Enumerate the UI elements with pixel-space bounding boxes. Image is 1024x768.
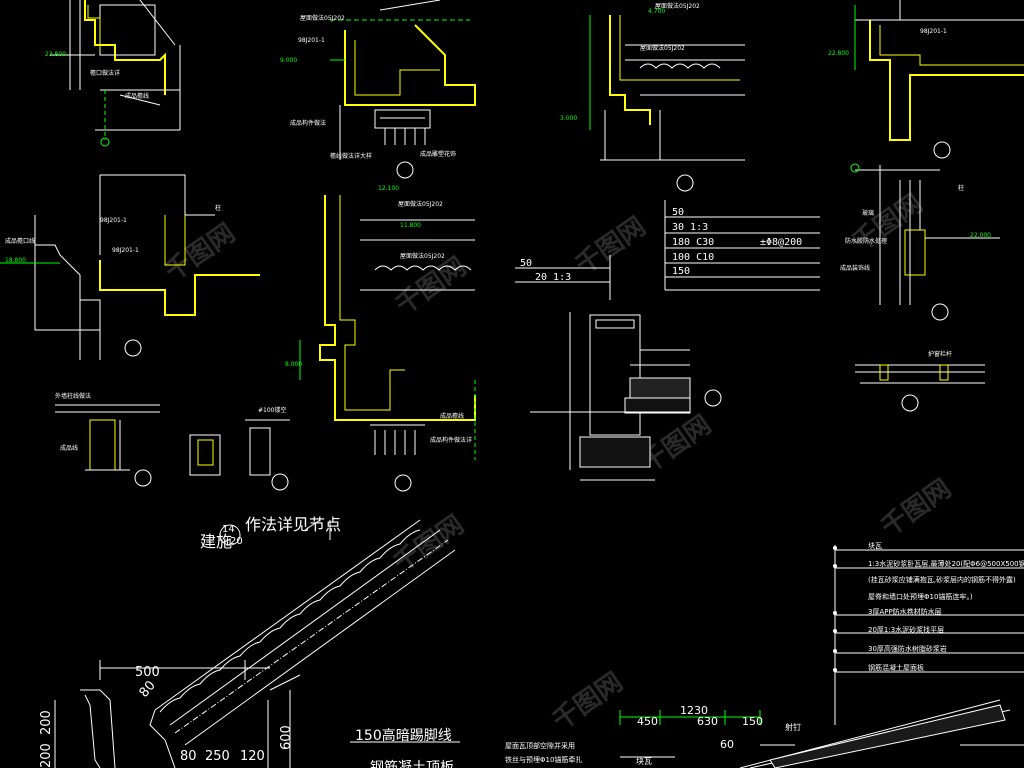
detail-9-layer-1: 30 1:3: [672, 222, 708, 233]
detail-3-ref2: 屋面做法05J202: [640, 44, 685, 52]
skirting-label: 150高暗踢脚线: [355, 727, 452, 744]
detail-2-note1: 成品构件做法: [290, 119, 326, 127]
detail-7-note1: 外墙柱线做法: [55, 392, 91, 400]
legend-item-6: 30厚高强防水树脂砂浆岩: [868, 644, 947, 653]
detail-9-layer-3: 100 C10: [672, 252, 714, 263]
detail-10-note4: 成品装饰线: [840, 264, 870, 272]
detail-6-level1: 12.100: [378, 185, 399, 192]
detail-11-note: 护窗栏杆: [928, 350, 952, 358]
label-tile: 块瓦: [636, 756, 652, 766]
detail-4-ref: 98J201-1: [920, 28, 947, 35]
detail-10-note3: 防水胶防水处理: [845, 237, 887, 245]
detail-6-ref1: 屋面做法05J202: [398, 200, 443, 208]
roof-section-right: 1230 450 630 150 60 射钉 块瓦 屋面瓦顶部空隙并采用 铁丝与…: [505, 699, 1024, 768]
detail-3-parapet: 屋面做法05J202 屋面做法05J202 4.700 3.000: [560, 2, 745, 192]
dim-left-3: 200: [39, 710, 54, 735]
detail-9-left-layer-1: 20 1:3: [535, 272, 571, 283]
detail-10-note2: 玻璃: [862, 209, 874, 217]
detail-3-level1: 4.700: [648, 8, 665, 15]
detail-9-left-layer-0: 50: [520, 258, 532, 269]
roof-legend: 块瓦 1:3水泥砂浆卧瓦层,最薄处20(配Φ6@500X500钢 (挂瓦砂浆应铺…: [833, 541, 1024, 725]
detail-7-note2: 成品线: [60, 444, 78, 452]
dim-left-6: 250: [205, 749, 230, 764]
detail-6-level2: 11.800: [400, 222, 421, 229]
label-nail: 射钉: [785, 722, 801, 732]
detail-1-note2: 成品檐线: [125, 92, 149, 100]
legend-item-7: 钢筋混凝土屋面板: [868, 663, 924, 672]
detail-9-foundation: 50 30 1:3 180 C30 ±Φ8@200 100 C10 150 50…: [515, 200, 820, 481]
detail-9-layer-4: 150: [672, 266, 690, 277]
detail-5-level: 18.800: [5, 257, 26, 264]
dim-right-3: 150: [742, 715, 763, 728]
callout-text: 作法详见节点: [245, 515, 341, 534]
detail-6-note1: 成品檐线: [440, 412, 464, 420]
callout-ref-bottom: 20: [230, 536, 243, 547]
detail-2-ref2: 屋面做法05J202: [300, 14, 345, 22]
detail-9-layer-2: 180 C30: [672, 237, 714, 248]
detail-3-level2: 3.000: [560, 115, 577, 122]
cutoff-text: 钢筋凝土顶板: [370, 759, 454, 768]
detail-5-cornice: 98J201-1 98J201-1 18.800 成品檐口线 柱: [0, 174, 260, 360]
callout-ref-top: 14: [222, 524, 235, 535]
legend-item-2: (挂瓦砂浆应铺满抱瓦,砂浆层内的钢筋不得外露): [868, 575, 1016, 584]
detail-2-note3: 成品雕塑花饰: [420, 150, 456, 158]
legend-item-5: 20厚1:3水泥砂浆找平层: [868, 625, 944, 634]
dim-left-2: 600: [279, 725, 294, 750]
detail-10-level: 22.000: [970, 232, 991, 239]
detail-4-edge: 22.800 98J201-1: [828, 0, 1024, 159]
detail-7-wall-line: 外墙柱线做法 成品线: [55, 392, 160, 487]
detail-6-note2: 成品构件做法详: [430, 436, 472, 444]
dim-left-0: 500: [135, 665, 160, 680]
detail-8-note: #100镂空: [258, 406, 286, 414]
detail-6-level3: 8.000: [285, 361, 302, 368]
callout-prefix: 建施: [200, 532, 232, 551]
detail-4-level: 22.800: [828, 50, 849, 57]
legend-item-0: 块瓦: [868, 541, 882, 550]
detail-6-ref2: 屋面做法05J202: [400, 252, 445, 260]
detail-5-ref1: 98J201-1: [100, 217, 127, 224]
detail-2-ref1: 98J201-1: [298, 37, 325, 44]
detail-2-level: 9.000: [280, 57, 297, 64]
detail-2-eave: 98J201-1 屋面做法05J202 9.000 成品构件做法 檐线做法详大样…: [280, 0, 476, 179]
detail-5-note1: 成品檐口线: [5, 237, 35, 245]
note-bottom2: 铁丝与预埋Φ10锚筋牵扎: [505, 755, 582, 764]
detail-8-hollow: #100镂空: [189, 406, 290, 491]
dim-left-7: 120: [240, 749, 265, 764]
dim-right-0: 1230: [680, 704, 708, 717]
detail-9-rebar: ±Φ8@200: [760, 237, 802, 248]
dim-right-2: 630: [697, 715, 718, 728]
detail-10-window: 柱 玻璃 防水胶防水处理 成品装饰线 22.000: [840, 163, 1000, 321]
detail-10-note1: 柱: [958, 184, 964, 192]
detail-9-layer-0: 50: [672, 207, 684, 218]
detail-1-level: 23.800: [45, 51, 66, 58]
legend-item-3: 屋脊和墙口处预埋Φ10锚筋连牢。): [868, 592, 973, 601]
detail-2-note2: 檐线做法详大样: [330, 152, 372, 160]
legend-item-1: 1:3水泥砂浆卧瓦层,最薄处20(配Φ6@500X500钢: [868, 559, 1024, 568]
legend-item-4: 3厚APP防水卷材防水层: [868, 607, 942, 616]
detail-1-cornice: 23.800 檐口做法详 成品檐线: [45, 0, 181, 147]
dim-right-1: 450: [637, 715, 658, 728]
note-bottom1: 屋面瓦顶部空隙并采用: [505, 741, 575, 750]
dim-left-4: 200: [39, 743, 54, 768]
dim-left-5: 80: [180, 749, 197, 764]
detail-1-note1: 檐口做法详: [90, 69, 120, 77]
detail-6-parapet: 12.100 11.800 8.000 屋面做法05J202 屋面做法05J20…: [285, 185, 476, 492]
detail-5-note2: 柱: [215, 204, 221, 212]
dim-right-4: 60: [720, 738, 734, 751]
detail-5-ref2: 98J201-1: [112, 247, 139, 254]
detail-11-railing: 护窗栏杆: [855, 350, 985, 412]
detail-3-ref1: 屋面做法05J202: [655, 2, 700, 10]
